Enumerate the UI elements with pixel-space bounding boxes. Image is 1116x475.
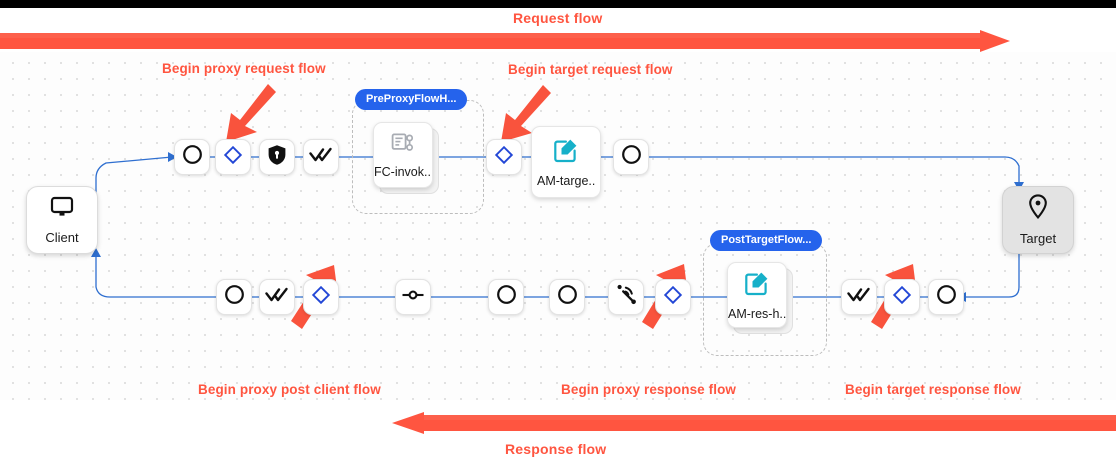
diamond-icon bbox=[223, 145, 243, 170]
circle-icon bbox=[621, 144, 642, 170]
circle-icon bbox=[936, 284, 957, 310]
node-response-2[interactable] bbox=[259, 279, 295, 315]
request-flow-banner bbox=[0, 30, 1116, 52]
node-response-11[interactable] bbox=[928, 279, 964, 315]
node-response-1[interactable] bbox=[216, 279, 252, 315]
top-black-bar bbox=[0, 0, 1116, 8]
node-response-9[interactable] bbox=[841, 279, 877, 315]
location-pin-icon bbox=[1028, 194, 1048, 224]
flow-canvas[interactable] bbox=[0, 52, 1116, 400]
node-response-6[interactable] bbox=[549, 279, 585, 315]
callout-proxy-post-client-flow: Begin proxy post client flow bbox=[198, 382, 381, 397]
node-request-checks[interactable] bbox=[303, 139, 339, 175]
double-check-icon bbox=[309, 147, 333, 168]
policy-am-target[interactable]: AM-targe... bbox=[531, 126, 601, 198]
policy-fc-invoke[interactable]: FC-invok... bbox=[373, 122, 439, 194]
policy-am-res-h-label: AM-res-h... bbox=[728, 306, 786, 321]
circle-icon bbox=[182, 144, 203, 170]
shield-lock-icon bbox=[267, 144, 287, 171]
flow-callout-icon bbox=[391, 132, 415, 159]
node-request-end[interactable] bbox=[613, 139, 649, 175]
double-check-icon bbox=[847, 287, 871, 308]
callout-target-response-flow: Begin target response flow bbox=[845, 382, 1021, 397]
diamond-icon bbox=[892, 285, 912, 310]
circle-icon bbox=[496, 284, 517, 310]
endpoint-target-label: Target bbox=[1019, 231, 1057, 246]
monitor-icon bbox=[50, 196, 74, 223]
diamond-icon bbox=[311, 285, 331, 310]
assign-message-icon bbox=[553, 137, 579, 168]
group-posttargetflowhook-badge[interactable]: PostTargetFlow... bbox=[710, 230, 823, 251]
policy-am-res-h[interactable]: AM-res-h... bbox=[727, 262, 793, 334]
callout-proxy-response-flow: Begin proxy response flow bbox=[561, 382, 737, 397]
node-target-request-condition[interactable] bbox=[486, 139, 522, 175]
request-flow-label: Request flow bbox=[513, 10, 603, 26]
endpoint-client-label: Client bbox=[45, 229, 79, 245]
double-check-icon bbox=[265, 287, 289, 308]
broadcast-icon bbox=[615, 283, 638, 311]
connector-dot-icon bbox=[401, 288, 425, 307]
endpoint-client[interactable]: Client bbox=[26, 186, 98, 254]
node-response-target-condition[interactable] bbox=[884, 279, 920, 315]
endpoint-target[interactable]: Target bbox=[1002, 186, 1074, 254]
node-response-proxy-condition[interactable] bbox=[655, 279, 691, 315]
callout-proxy-request-flow: Begin proxy request flow bbox=[162, 61, 326, 76]
response-flow-label: Response flow bbox=[505, 441, 607, 457]
circle-icon bbox=[224, 284, 245, 310]
policy-am-target-label: AM-targe... bbox=[537, 173, 595, 188]
diamond-icon bbox=[663, 285, 683, 310]
node-request-start[interactable] bbox=[174, 139, 210, 175]
assign-message-icon bbox=[744, 270, 770, 301]
node-request-condition-1[interactable] bbox=[215, 139, 251, 175]
policy-fc-invoke-label: FC-invok... bbox=[374, 164, 432, 179]
node-response-connector[interactable] bbox=[395, 279, 431, 315]
response-flow-banner bbox=[0, 412, 1116, 434]
circle-icon bbox=[557, 284, 578, 310]
node-request-security[interactable] bbox=[259, 139, 295, 175]
node-response-post-client-condition[interactable] bbox=[303, 279, 339, 315]
diamond-icon bbox=[494, 145, 514, 170]
node-response-5[interactable] bbox=[488, 279, 524, 315]
callout-target-request-flow: Begin target request flow bbox=[508, 62, 673, 77]
group-preproxyflowhook-badge[interactable]: PreProxyFlowH... bbox=[355, 89, 468, 110]
node-response-broadcast[interactable] bbox=[608, 279, 644, 315]
